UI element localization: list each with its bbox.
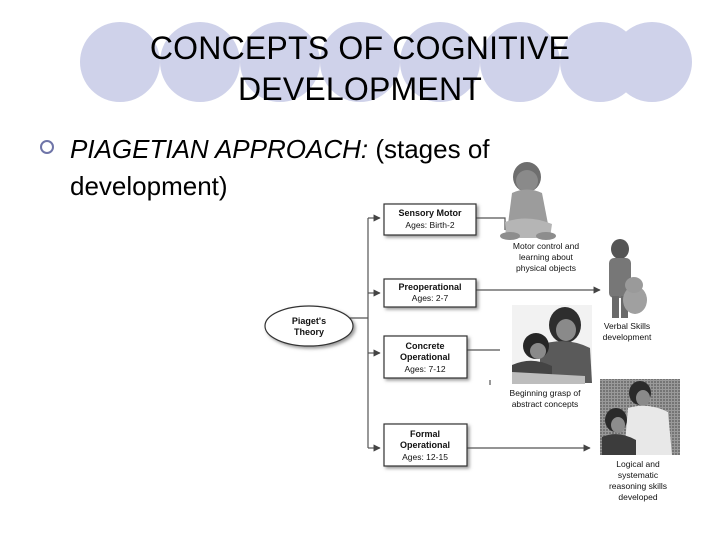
stage-node-preoperational: Preoperational Ages: 2-7 (384, 279, 476, 307)
svg-text:reasoning skills: reasoning skills (609, 481, 667, 491)
stage-node-formal-operational: Formal Operational Ages: 12-15 (384, 424, 467, 466)
svg-text:systematic: systematic (618, 470, 659, 480)
stage-node-sensory-motor: Sensory Motor Ages: Birth-2 (384, 204, 476, 235)
mother-reading-with-child-photo (512, 305, 592, 384)
stage-ages: Ages: 2-7 (412, 293, 449, 303)
svg-text:abstract concepts: abstract concepts (512, 399, 579, 409)
stage-name: Preoperational (398, 282, 461, 292)
svg-text:Beginning grasp of: Beginning grasp of (510, 388, 582, 398)
caption-abstract-concepts: Beginning grasp of abstract concepts (510, 388, 582, 409)
caption-logical-reasoning: Logical and systematic reasoning skills … (609, 459, 667, 502)
root-node: Piaget's Theory (265, 306, 353, 346)
svg-text:development: development (603, 332, 652, 342)
svg-text:Logical and: Logical and (616, 459, 660, 469)
svg-text:Motor control and: Motor control and (513, 241, 579, 251)
svg-text:Verbal Skills: Verbal Skills (604, 321, 650, 331)
caption-motor-control: Motor control and learning about physica… (513, 241, 579, 273)
toddler-with-teddy-photo (609, 239, 647, 318)
stage-name-2: Operational (400, 440, 450, 450)
stage-name: Concrete (405, 341, 444, 351)
svg-text:developed: developed (618, 492, 658, 502)
baby-photo (500, 162, 556, 240)
adult-helping-student-photo (600, 379, 680, 455)
stage-name: Formal (410, 429, 440, 439)
svg-text:learning about: learning about (519, 252, 574, 262)
caption-verbal-skills: Verbal Skills development (603, 321, 652, 342)
svg-text:physical objects: physical objects (516, 263, 576, 273)
stage-ages: Ages: 7-12 (404, 364, 445, 374)
stage-name: Sensory Motor (398, 208, 462, 218)
stage-name-2: Operational (400, 352, 450, 362)
stage-node-concrete-operational: Concrete Operational Ages: 7-12 (384, 336, 467, 378)
stage-ages: Ages: Birth-2 (405, 220, 454, 230)
root-label-2: Theory (294, 327, 324, 337)
stage-ages: Ages: 12-15 (402, 452, 448, 462)
root-label-1: Piaget's (292, 316, 326, 326)
